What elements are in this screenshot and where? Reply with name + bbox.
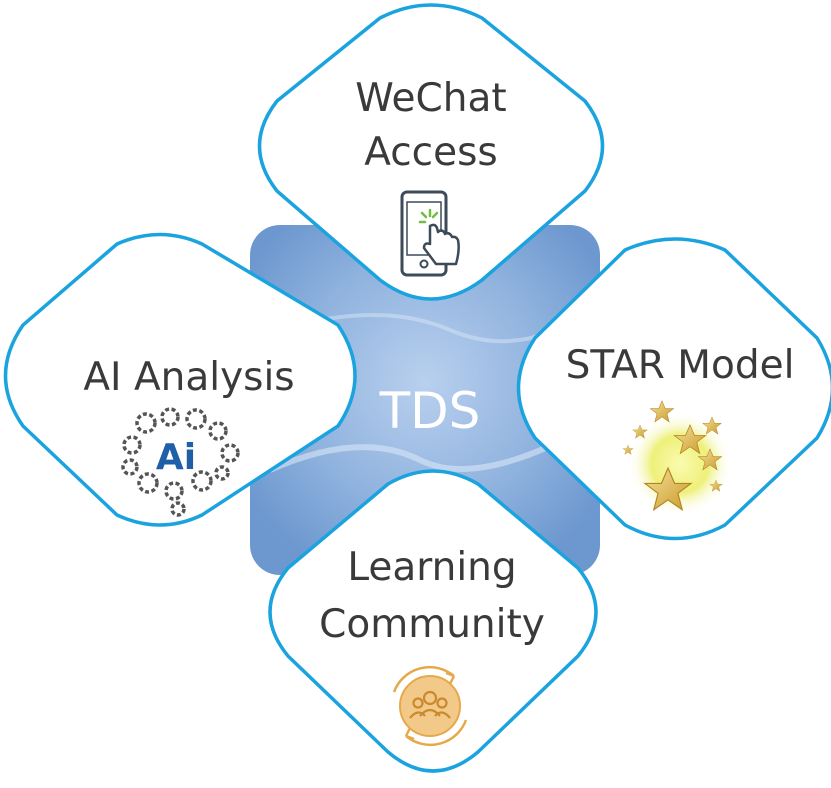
node-ai-analysis: AI Analysis Ai bbox=[3, 232, 357, 527]
node-frame-right bbox=[516, 237, 831, 541]
svg-text:Ai: Ai bbox=[156, 437, 196, 478]
node-left-line1: AI Analysis bbox=[83, 355, 294, 400]
node-top-line1: WeChat bbox=[355, 76, 506, 121]
node-learning-community: Learning Community bbox=[268, 469, 598, 773]
node-top-line2: Access bbox=[364, 130, 498, 175]
node-frame-left bbox=[3, 232, 357, 527]
phone-touch-icon bbox=[400, 190, 460, 277]
center-label: TDS bbox=[379, 382, 481, 440]
center-background bbox=[250, 225, 602, 575]
ai-brain-gears-icon: Ai bbox=[121, 407, 240, 517]
community-cycle-icon bbox=[392, 665, 468, 747]
node-bottom-line2: Community bbox=[319, 602, 545, 647]
stars-icon bbox=[622, 400, 732, 516]
node-frame-bottom bbox=[268, 469, 598, 773]
node-star-model: STAR Model bbox=[516, 237, 831, 541]
node-frame-top bbox=[257, 3, 605, 301]
node-right-line1: STAR Model bbox=[566, 343, 795, 388]
node-wechat-access: WeChat Access bbox=[257, 3, 605, 301]
node-bottom-line1: Learning bbox=[347, 545, 516, 590]
